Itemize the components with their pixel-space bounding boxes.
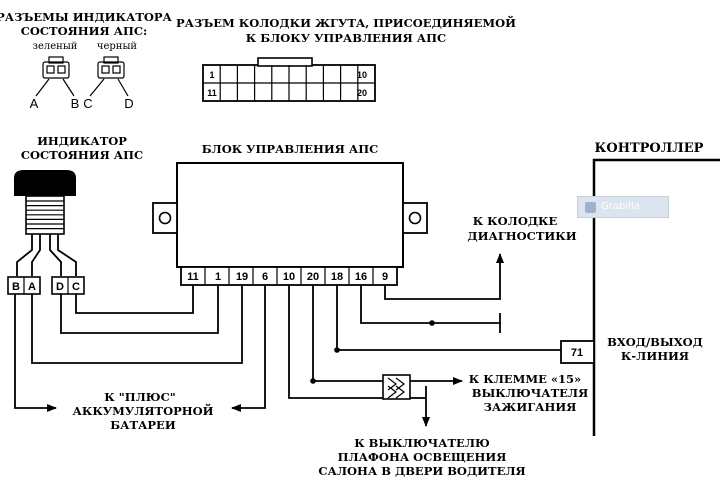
connector-black-label: черный: [97, 41, 138, 52]
cu-pin-1: 1: [215, 271, 221, 283]
controller: КОНТРОЛЛЕР 71 ВХОД/ВЫХОД К-ЛИНИЯ: [560, 141, 720, 436]
wire-cu10-lamp: [288, 285, 410, 399]
indicator-title-line2: СОСТОЯНИЯ АПС: [21, 148, 143, 162]
lamp-label-line2: ПЛАФОНА ОСВЕЩЕНИЯ: [338, 450, 507, 464]
wire-cu19-a: [31, 285, 243, 364]
indicator-lamp-icon: [14, 170, 76, 196]
indicator-pin-d: D: [56, 281, 64, 293]
wire-cu11-c: [75, 285, 194, 314]
ignition-label-line3: ЗАЖИГАНИЯ: [484, 400, 577, 414]
cu-pin-9: 9: [382, 271, 388, 283]
wires: [14, 253, 561, 427]
ignition-label-line1: К КЛЕММЕ «15»: [469, 372, 581, 386]
wire-cu9-diag: [384, 253, 504, 300]
cu-pin-19: 19: [236, 271, 248, 283]
connectors-title-line2: СОСТОЯНИЯ АПС:: [21, 24, 148, 38]
cu-pin-16: 16: [355, 271, 367, 283]
kline-label-line2: К-ЛИНИЯ: [621, 349, 689, 363]
harness-pin-10: 10: [357, 70, 367, 80]
indicator-pin-b: B: [12, 281, 20, 293]
indicator-title-line1: ИНДИКАТОР: [37, 134, 127, 148]
harness-connector: РАЗЪЕМ КОЛОДКИ ЖГУТА, ПРИСОЕДИНЯЕМОЙ К Б…: [176, 15, 516, 102]
ignition-label-line2: ВЫКЛЮЧАТЕЛЯ: [472, 386, 588, 400]
indicator-connectors-legend: РАЗЪЕМЫ ИНДИКАТОРА СОСТОЯНИЯ АПС: зелены…: [0, 10, 173, 111]
indicator-pin-c: C: [72, 281, 80, 293]
lamp-label-line1: К ВЫКЛЮЧАТЕЛЮ: [354, 436, 490, 450]
wire-cu20-ignition: [312, 285, 383, 382]
battery-label-line3: БАТАРЕИ: [110, 418, 176, 432]
cu-pin-10: 10: [283, 271, 295, 283]
connector-green-label: зеленый: [33, 41, 78, 52]
wire-b-battery: [14, 294, 57, 412]
wire-cu18-kline: [336, 285, 561, 351]
control-unit-title: БЛОК УПРАВЛЕНИЯ АПС: [202, 142, 379, 156]
wire-cu6-battery: [231, 285, 266, 412]
harness-title-line2: К БЛОКУ УПРАВЛЕНИЯ АПС: [246, 31, 446, 45]
lamp-label-line3: САЛОНА В ДВЕРИ ВОДИТЕЛЯ: [318, 464, 525, 478]
destination-labels: К КОЛОДКЕ ДИАГНОСТИКИ К "ПЛЮС" АККУМУЛЯТ…: [73, 214, 589, 478]
kline-label-line1: ВХОД/ВЫХОД: [607, 335, 703, 349]
green-connector-icon: [42, 56, 70, 79]
control-unit: БЛОК УПРАВЛЕНИЯ АПС 11 1 19 6 10 20 18 1…: [152, 142, 428, 286]
harness-pin-20: 20: [357, 88, 367, 98]
grabilla-icon: [585, 202, 596, 213]
harness-pin-11: 11: [207, 88, 217, 98]
battery-label-line2: АККУМУЛЯТОРНОЙ: [73, 403, 214, 418]
cu-pin-6: 6: [262, 271, 268, 283]
diag-label-line2: ДИАГНОСТИКИ: [467, 229, 576, 243]
cu-pin-11: 11: [187, 271, 199, 283]
cu-pin-20: 20: [307, 271, 319, 283]
wire-cu16: [360, 285, 500, 324]
letter-b: B: [71, 96, 80, 111]
letter-a: A: [30, 96, 39, 111]
controller-pin-71: 71: [571, 347, 583, 359]
indicator-pin-a: A: [28, 281, 36, 293]
black-connector-icon: [97, 56, 125, 79]
controller-title: КОНТРОЛЛЕР: [595, 141, 704, 156]
letter-c: C: [83, 96, 92, 111]
harness-pin-1: 1: [209, 70, 214, 80]
cu-pin-18: 18: [331, 271, 343, 283]
status-indicator: ИНДИКАТОР СОСТОЯНИЯ АПС B A D C: [7, 134, 143, 295]
battery-label-line1: К "ПЛЮС": [104, 390, 175, 404]
connectors-title-line1: РАЗЪЕМЫ ИНДИКАТОРА: [0, 10, 173, 24]
letter-d: D: [124, 96, 133, 111]
grabilla-label: Grabilla: [601, 201, 640, 212]
wire-cu1-d: [60, 285, 219, 334]
harness-title-line1: РАЗЪЕМ КОЛОДКИ ЖГУТА, ПРИСОЕДИНЯЕМОЙ: [176, 15, 516, 30]
grabilla-badge[interactable]: Grabilla: [577, 196, 669, 218]
diag-label-line1: К КОЛОДКЕ: [473, 214, 558, 228]
